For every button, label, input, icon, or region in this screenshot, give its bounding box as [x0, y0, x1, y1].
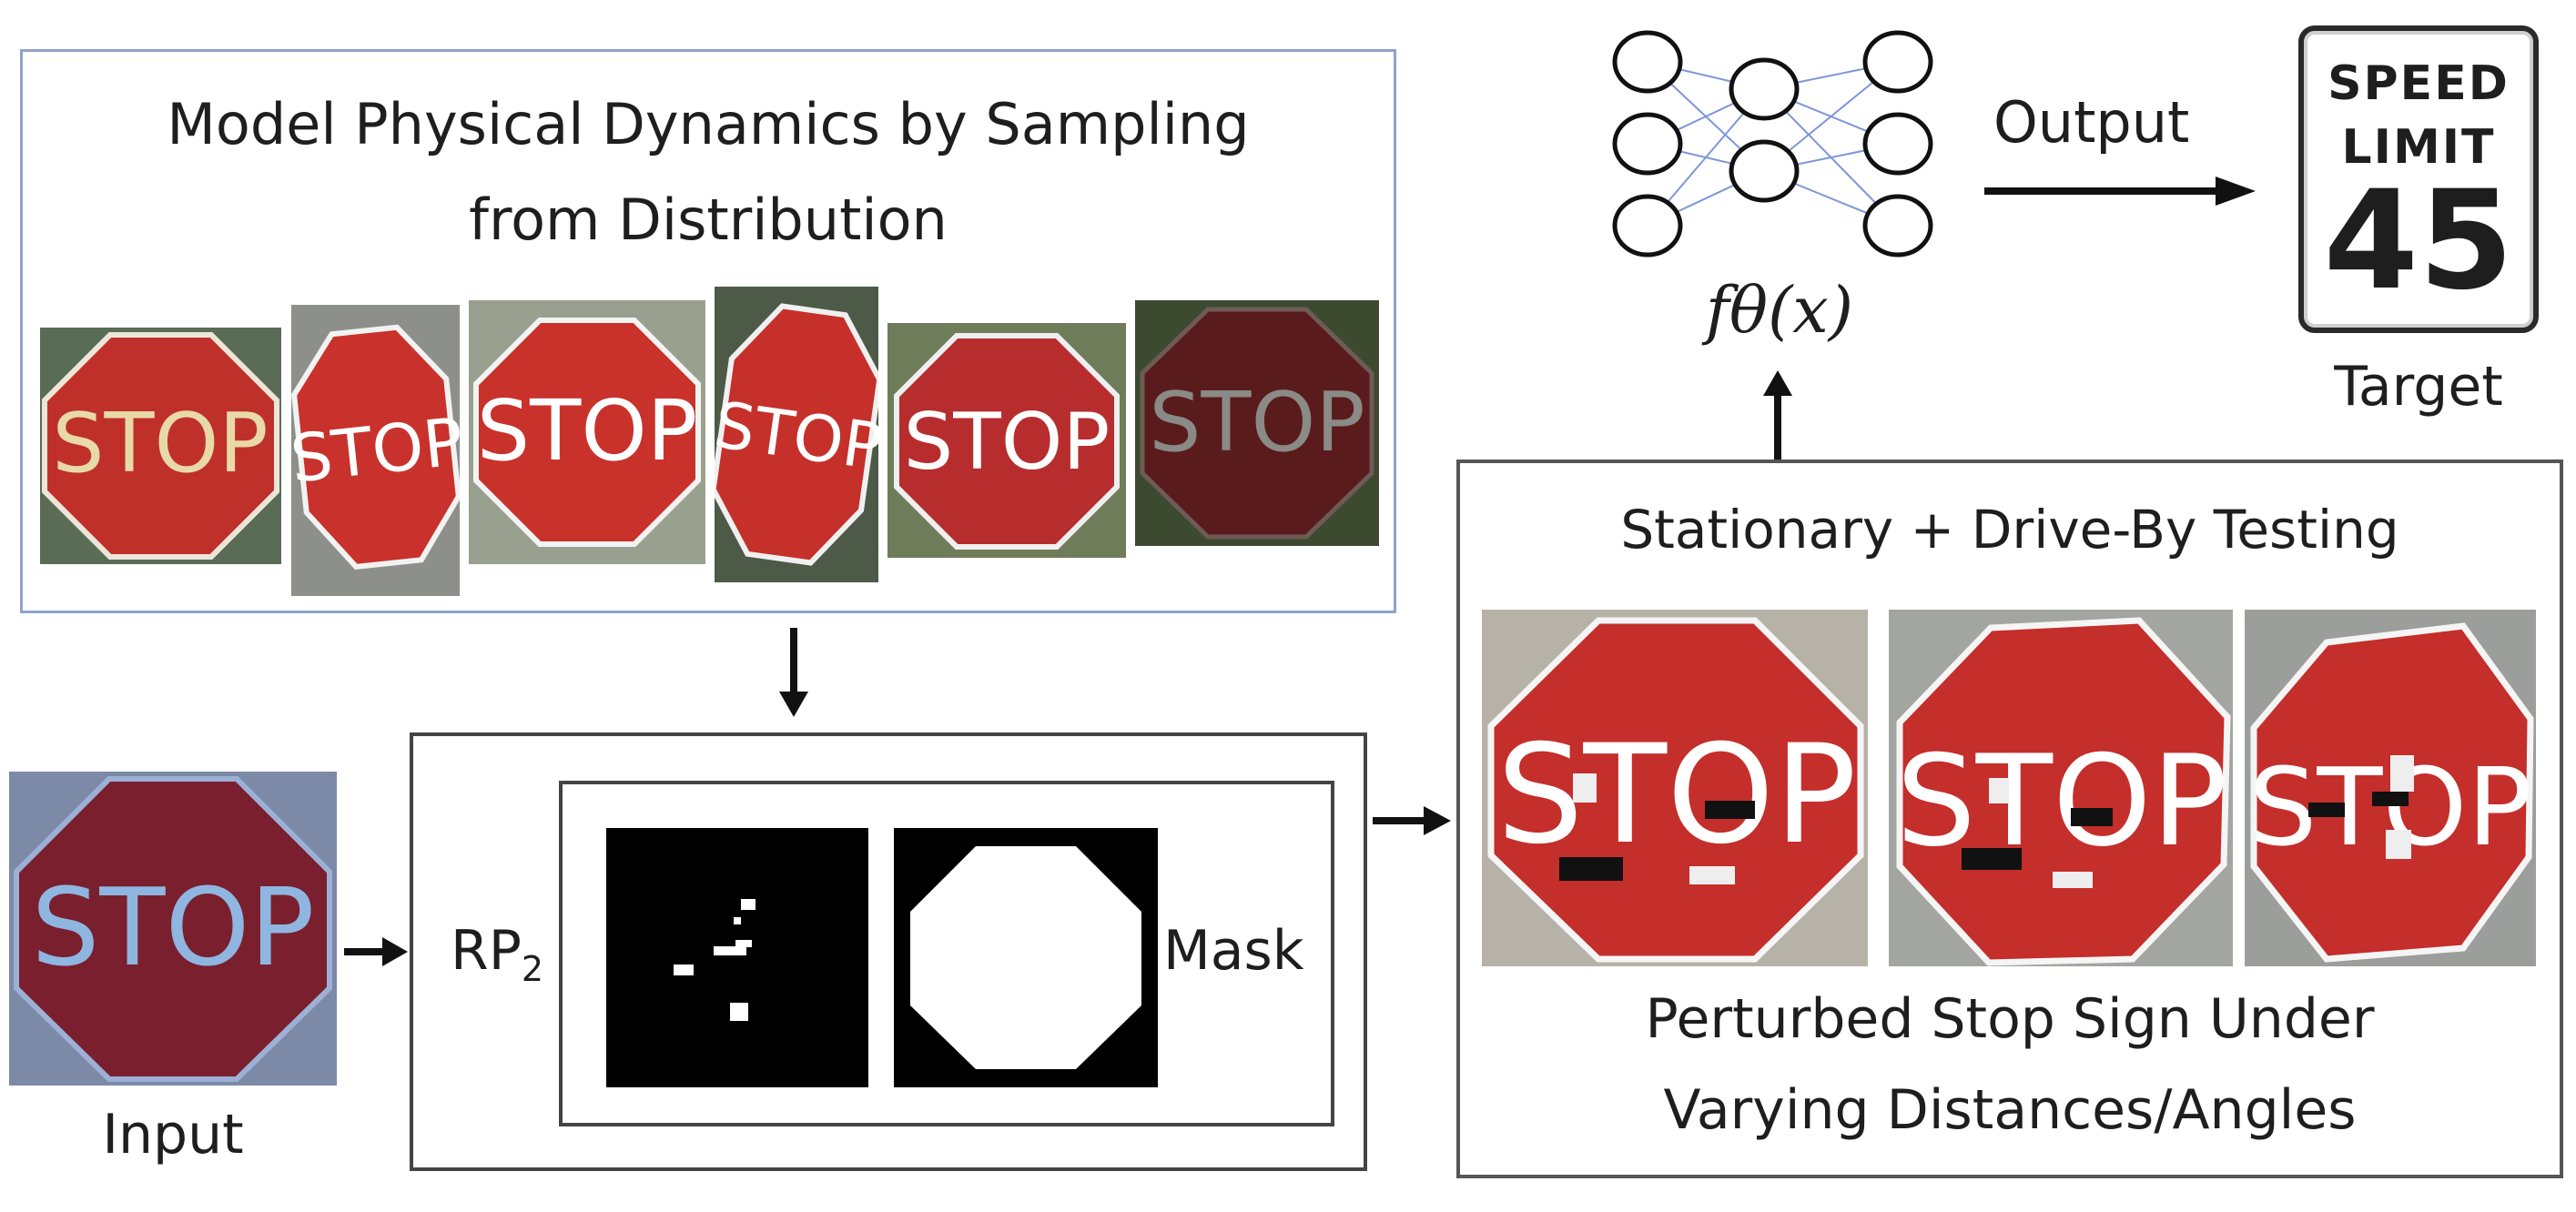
test-photo-1: STOP [1482, 610, 1868, 966]
testing-caption-line1: Perturbed Stop Sign Under [1645, 987, 2375, 1051]
perturbation-pattern [606, 828, 868, 1087]
stop-sign-text: STOP [291, 403, 460, 497]
arrow-up-to-classifier [1763, 370, 1792, 460]
test-photo-3: STOP [2245, 610, 2536, 966]
classifier-label: fθ(x) [1705, 273, 1854, 348]
stop-sign-octagon [894, 333, 1120, 550]
sampling-panel [20, 49, 1396, 613]
arrow-input-to-rp2 [344, 937, 408, 966]
sampling-panel-title-line2: from Distribution [469, 187, 948, 253]
stop-sign-octagon [1140, 307, 1374, 540]
output-label: Output [1993, 89, 2190, 156]
rp2-box [410, 732, 1367, 1171]
stop-sign-octagon [1896, 617, 2231, 966]
stop-sign-text: STOP [1149, 375, 1364, 470]
testing-panel-title: Stationary + Drive-By Testing [1620, 499, 2399, 561]
stop-sign-text: STOP [904, 397, 1111, 488]
sampling-panel-title-line1: Model Physical Dynamics by Sampling [167, 91, 1250, 157]
rp2-label: RP2 [451, 919, 543, 989]
sample-photo-5: STOP [887, 323, 1126, 558]
speed-limit-sign [2298, 25, 2539, 333]
mask-image [894, 828, 1158, 1087]
sample-photo-3: STOP [469, 300, 705, 564]
stop-sign-octagon [291, 324, 460, 571]
stop-sign-octagon [473, 318, 701, 547]
stop-sign-octagon [42, 332, 279, 560]
mask-label: Mask [1163, 919, 1304, 983]
sample-photo-2: STOP [291, 305, 460, 596]
testing-caption-line2: Varying Distances/Angles [1663, 1078, 2357, 1142]
stop-sign-text: STOP [1496, 716, 1856, 874]
stop-sign-text: STOP [31, 864, 314, 990]
input-label: Input [102, 1103, 244, 1167]
sample-photo-4: STOP [715, 287, 878, 582]
sample-photo-6: STOP [1135, 300, 1379, 546]
speed-limit-line1: SPEED [2328, 56, 2510, 111]
testing-panel [1456, 460, 2563, 1178]
sample-photo-1: STOP [40, 328, 281, 564]
arrow-rp2-to-testing [1373, 806, 1451, 835]
speed-limit-number: 45 [2323, 162, 2514, 320]
stop-sign-text: STOP [477, 382, 698, 480]
stop-sign-octagon [14, 776, 332, 1082]
test-photo-2: STOP [1889, 610, 2233, 966]
stop-sign-octagon [715, 303, 878, 566]
neural-network-icon [1612, 30, 1933, 258]
stop-sign-text: STOP [1896, 728, 2227, 874]
rp2-label-main: RP [451, 919, 522, 983]
arrow-down-to-rp2 [779, 628, 808, 717]
rp2-label-subscript: 2 [521, 949, 544, 989]
target-label: Target [2334, 355, 2503, 419]
input-photo: STOP [9, 772, 337, 1086]
arrow-output-to-target [1984, 177, 2256, 206]
speed-limit-line2: LIMIT [2341, 120, 2496, 175]
rp2-inner-box [559, 781, 1334, 1126]
stop-sign-text: STOP [52, 396, 268, 491]
